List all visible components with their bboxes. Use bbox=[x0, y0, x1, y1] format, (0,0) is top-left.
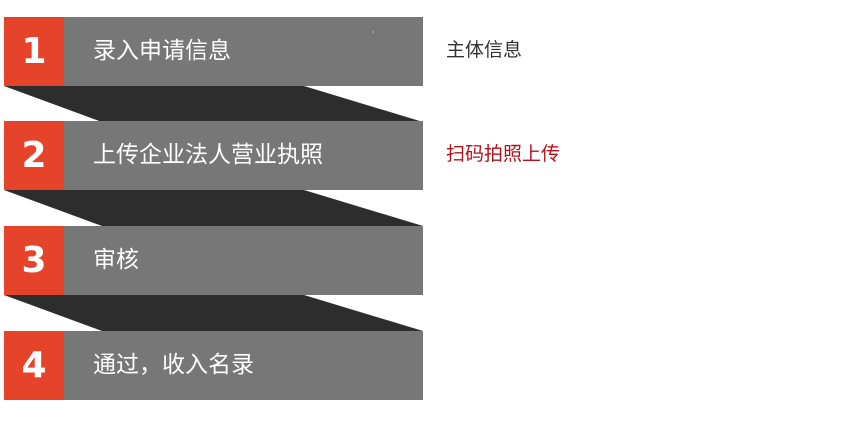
process-steps: 1 录入申请信息 2 上传企业法人营业执照 3 审核 4 通过，收入名录 bbox=[4, 0, 424, 426]
step-1-note: 主体信息 bbox=[446, 39, 523, 61]
fold-2-3 bbox=[4, 190, 423, 226]
step-1: 1 录入申请信息 bbox=[4, 17, 423, 86]
fold-3-4 bbox=[4, 295, 423, 331]
decorative-dot bbox=[372, 31, 374, 33]
step-2: 2 上传企业法人营业执照 bbox=[4, 121, 423, 190]
step-1-label: 录入申请信息 bbox=[93, 38, 231, 64]
step-1-number: 1 bbox=[4, 17, 64, 86]
step-3-number: 3 bbox=[4, 226, 64, 295]
step-2-label: 上传企业法人营业执照 bbox=[93, 142, 323, 168]
step-3-label: 审核 bbox=[93, 247, 139, 273]
step-2-number: 2 bbox=[4, 121, 64, 190]
step-4-number: 4 bbox=[4, 331, 64, 400]
step-3: 3 审核 bbox=[4, 226, 423, 295]
fold-1-2 bbox=[4, 86, 423, 122]
step-4-label: 通过，收入名录 bbox=[93, 352, 254, 378]
step-2-note: 扫码拍照上传 bbox=[446, 143, 561, 165]
step-4: 4 通过，收入名录 bbox=[4, 331, 423, 400]
